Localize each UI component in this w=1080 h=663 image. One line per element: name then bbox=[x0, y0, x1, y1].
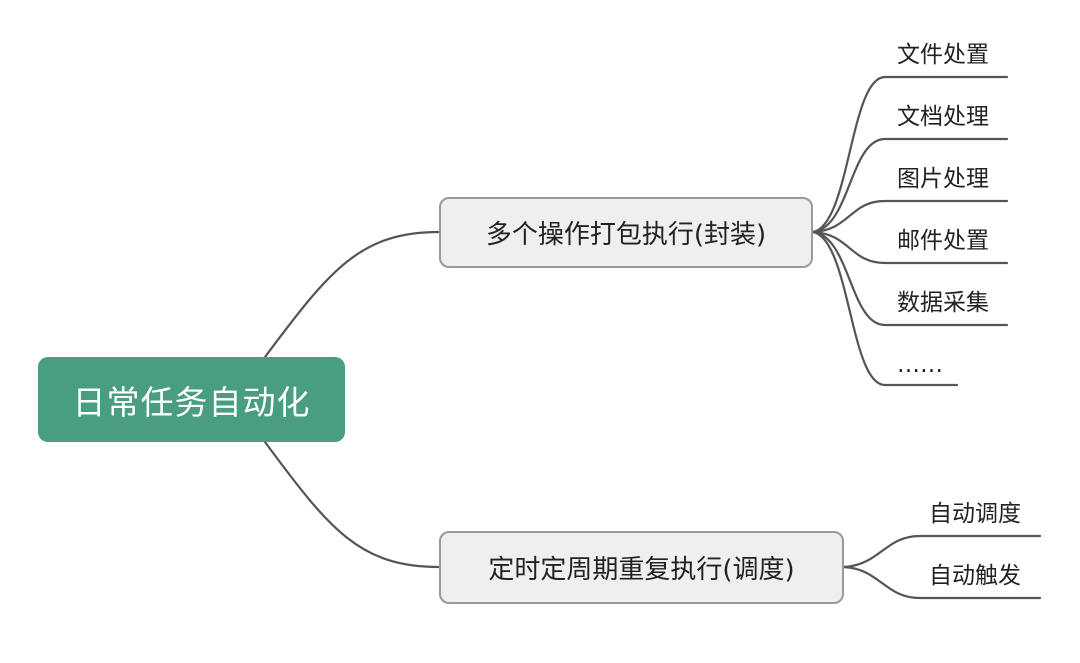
leaf-node-file-handling[interactable]: 文件处置 bbox=[897, 40, 989, 70]
leaf-node-email-handling[interactable]: 邮件处置 bbox=[897, 226, 989, 256]
connector-b2-leaf-2 bbox=[842, 565, 1042, 600]
leaf-node-label: 文档处理 bbox=[897, 104, 989, 130]
connector-b1-leaf-6 bbox=[811, 230, 959, 387]
root-node-label: 日常任务自动化 bbox=[72, 382, 311, 422]
connector-b2-leaf-1 bbox=[842, 534, 1042, 569]
leaf-node-ellipsis[interactable]: …… bbox=[897, 350, 943, 380]
leaf-node-image-processing[interactable]: 图片处理 bbox=[897, 164, 989, 194]
connector-b1-leaf-3 bbox=[811, 199, 1009, 234]
leaf-node-label: 数据采集 bbox=[897, 290, 989, 316]
connector-root-branch-2 bbox=[263, 440, 441, 569]
leaf-node-label: 自动触发 bbox=[929, 563, 1021, 589]
root-node[interactable]: 日常任务自动化 bbox=[38, 357, 345, 442]
leaf-node-label: 图片处理 bbox=[897, 166, 989, 192]
leaf-node-document-processing[interactable]: 文档处理 bbox=[897, 102, 989, 132]
leaf-node-label: 文件处置 bbox=[897, 42, 989, 68]
leaf-node-auto-scheduling[interactable]: 自动调度 bbox=[929, 499, 1021, 529]
leaf-node-label: 邮件处置 bbox=[897, 228, 989, 254]
branch-node-label: 多个操作打包执行(封装) bbox=[485, 220, 767, 250]
leaf-node-label: …… bbox=[897, 352, 943, 378]
connector-b1-leaf-2 bbox=[811, 137, 1009, 234]
leaf-node-auto-trigger[interactable]: 自动触发 bbox=[929, 561, 1021, 591]
connector-b1-leaf-1 bbox=[811, 75, 1009, 234]
connector-b1-leaf-4 bbox=[811, 230, 1009, 265]
leaf-node-data-collection[interactable]: 数据采集 bbox=[897, 288, 989, 318]
connector-b1-leaf-5 bbox=[811, 230, 1009, 327]
connector-root-branch-1 bbox=[263, 230, 441, 359]
branch-node-scheduling[interactable]: 定时定周期重复执行(调度) bbox=[439, 531, 844, 604]
branch-node-label: 定时定周期重复执行(调度) bbox=[488, 555, 795, 585]
leaf-node-label: 自动调度 bbox=[929, 501, 1021, 527]
branch-node-packaging[interactable]: 多个操作打包执行(封装) bbox=[439, 197, 813, 268]
